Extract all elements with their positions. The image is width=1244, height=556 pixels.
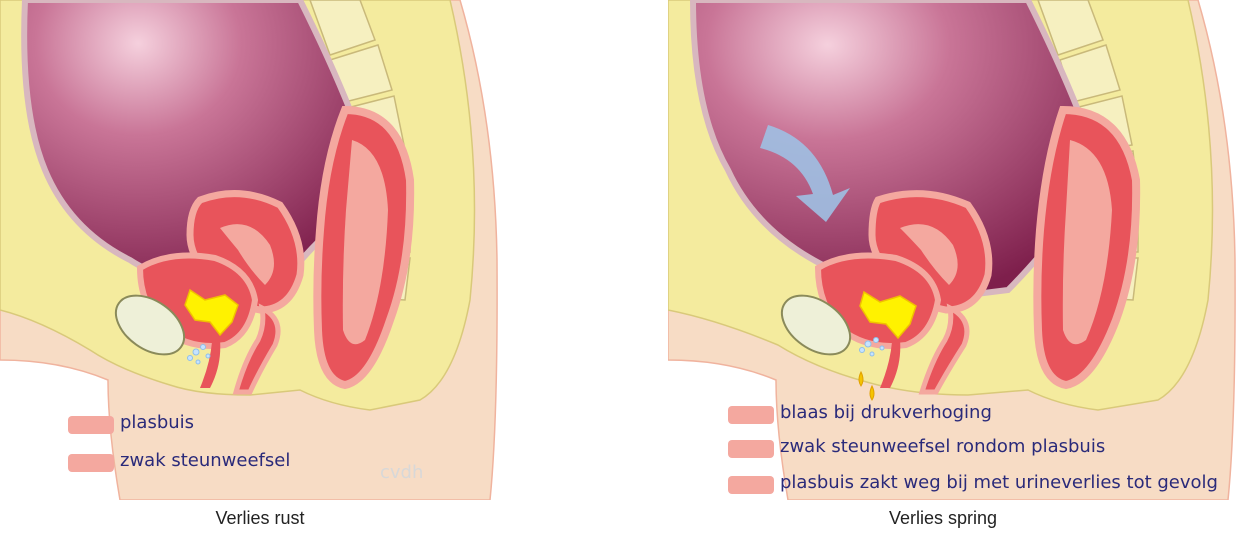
legend-swatch	[728, 476, 774, 494]
legend-swatch	[728, 440, 774, 458]
legend-swatch	[68, 416, 114, 434]
caption-exertion: Verlies spring	[868, 508, 1018, 529]
legend-swatch	[728, 406, 774, 424]
author-watermark: cvdh	[380, 462, 423, 483]
legend-swatch	[68, 454, 114, 472]
legend-label: zwak steunweefsel rondom plasbuis	[780, 434, 1105, 460]
panel-rest: plasbuis zwak steunweefsel cvdh	[0, 0, 500, 500]
legend-label: plasbuis zakt weg bij met urineverlies t…	[780, 470, 1218, 496]
caption-rest: Verlies rust	[200, 508, 320, 529]
legend-label: plasbuis	[120, 410, 194, 436]
legend-label: blaas bij drukverhoging	[780, 400, 992, 426]
panel-exertion: blaas bij drukverhoging zwak steunweefse…	[668, 0, 1244, 500]
legend-label: zwak steunweefsel	[120, 448, 290, 474]
